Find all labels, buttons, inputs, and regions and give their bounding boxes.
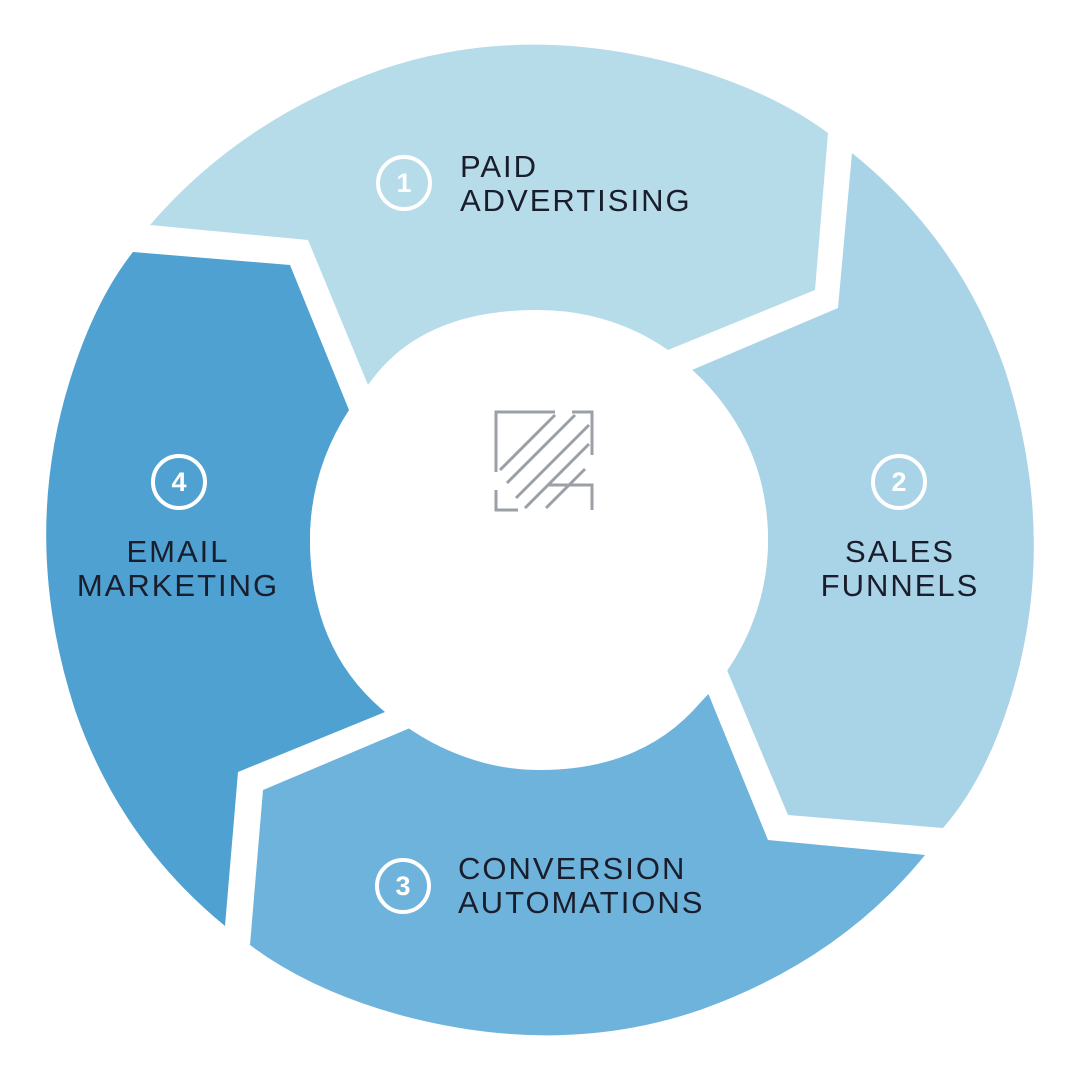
segment-email-marketing: [46, 252, 385, 926]
segment-conversion-automations: [250, 693, 925, 1036]
step-label-line: CONVERSION: [458, 851, 687, 886]
step-number-3-icon: 3: [375, 858, 431, 914]
step-label-sales-funnels: SALES FUNNELS: [820, 535, 980, 603]
step-label-line: AUTOMATIONS: [458, 885, 705, 920]
step-label-line: MARKETING: [76, 568, 280, 603]
step-label-paid-advertising: PAID ADVERTISING: [460, 150, 692, 218]
segment-paid-advertising: [150, 44, 828, 385]
step-number-1-icon: 1: [376, 155, 432, 211]
step-label-line: PAID: [460, 149, 539, 184]
center-circle: [310, 311, 768, 769]
step-label-email-marketing: EMAIL MARKETING: [68, 535, 288, 603]
step-label-line: SALES: [845, 534, 955, 569]
step-number-2-icon: 2: [871, 454, 927, 510]
step-label-line: ADVERTISING: [460, 183, 692, 218]
step-number-4-icon: 4: [151, 454, 207, 510]
step-label-conversion-automations: CONVERSION AUTOMATIONS: [458, 852, 704, 920]
step-label-line: FUNNELS: [820, 568, 980, 603]
square-monogram-logo-icon: [494, 410, 594, 512]
step-label-line: EMAIL: [126, 534, 230, 569]
segment-sales-funnels: [692, 153, 1034, 828]
